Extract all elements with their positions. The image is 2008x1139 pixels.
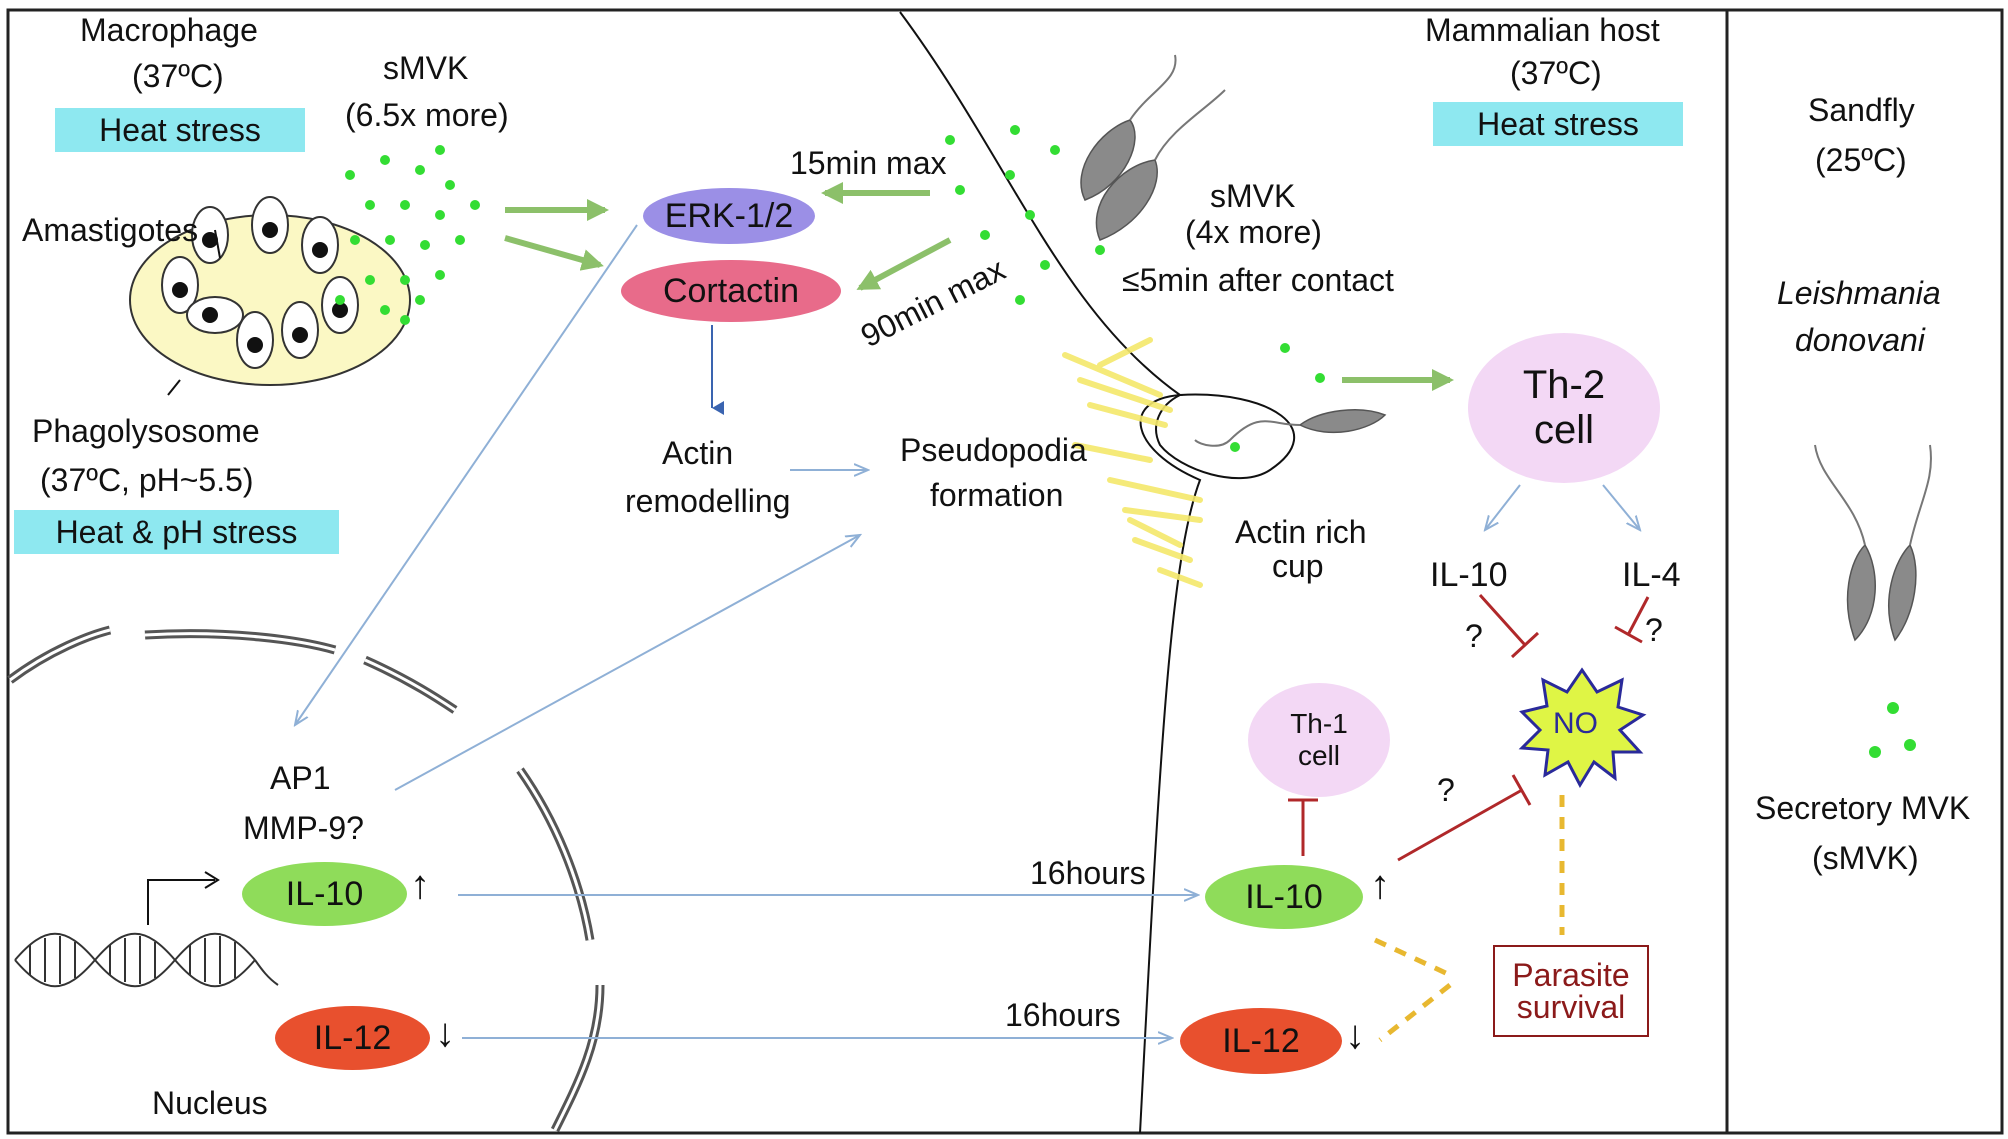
il10-nucleus-oval: IL-10 xyxy=(242,862,407,926)
actin-label-1: Actin xyxy=(662,435,734,471)
phagolysosome-stress: Heat & pH stress xyxy=(14,510,339,554)
host-title: Mammalian host xyxy=(1425,12,1660,48)
il10-question: ? xyxy=(1465,618,1483,654)
host-temp: (37ºC) xyxy=(1510,55,1602,91)
pseudopodia-label-1: Pseudopodia xyxy=(900,432,1087,468)
th2-cell: Th-2 cell xyxy=(1468,333,1660,483)
il4-label: IL-4 xyxy=(1622,556,1681,594)
th1-label-2: cell xyxy=(1297,740,1340,771)
no-star xyxy=(1518,667,1647,789)
no-label: NO xyxy=(1553,707,1598,740)
arrow-th2-to-il4 xyxy=(1602,484,1640,530)
parasite-survival-box: Parasite survival xyxy=(1493,945,1649,1037)
phagolysosome-label: Phagolysosome xyxy=(32,413,260,449)
secretory-label-2: (sMVK) xyxy=(1812,840,1919,876)
arrow-smvk-to-cortactin xyxy=(504,235,604,271)
il10-host-up-arrow: ↑ xyxy=(1370,863,1390,907)
il12-hours-label: 16hours xyxy=(1005,997,1121,1033)
il10-hours-label: 16hours xyxy=(1030,855,1146,891)
il10-out-question: ? xyxy=(1437,772,1455,808)
sandfly-title: Sandfly xyxy=(1808,92,1915,128)
phagolysosome-conditions: (37ºC, pH~5.5) xyxy=(40,462,254,498)
actin-cup-strokes xyxy=(1062,337,1203,588)
smvk-host-amount: (4x more) xyxy=(1185,214,1322,250)
smvk-dots-host xyxy=(945,125,1325,452)
th1-label-1: Th-1 xyxy=(1290,708,1348,739)
actin-cup-label-1: Actin rich xyxy=(1235,514,1367,550)
il10-up-arrow: ↑ xyxy=(410,863,430,907)
survival-label-2: survival xyxy=(1516,989,1626,1025)
actin-cup-label-2: cup xyxy=(1272,548,1324,584)
mmp9-label: MMP-9? xyxy=(243,810,364,846)
macrophage-heat-stress: Heat stress xyxy=(55,108,305,152)
promastigotes xyxy=(1080,119,1917,642)
dna-helix xyxy=(14,932,279,988)
smvk-dots-macrophage xyxy=(335,145,480,325)
arrow-mmp9-to-pseudopodia xyxy=(394,535,860,791)
secretory-label-1: Secretory MVK xyxy=(1755,790,1971,826)
pseudopodia-label-2: formation xyxy=(930,477,1064,513)
erk-oval: ERK-1/2 xyxy=(643,188,815,244)
host-membrane xyxy=(899,11,1202,1134)
th1-cell: Th-1 cell xyxy=(1248,683,1390,797)
outer-frame xyxy=(6,8,2004,1135)
smvk-host-label: sMVK xyxy=(1210,178,1296,214)
il12-down-arrow: ↓ xyxy=(435,1011,455,1055)
il10-host-oval: IL-10 xyxy=(1205,865,1363,929)
nucleus-label: Nucleus xyxy=(152,1085,268,1121)
il10-th2-label: IL-10 xyxy=(1430,556,1508,594)
erk-time-label: 15min max xyxy=(790,145,947,181)
arrow-th2-to-il10 xyxy=(1485,484,1521,530)
amastigotes-pointer xyxy=(214,229,221,259)
il4-question: ? xyxy=(1645,612,1663,648)
species-label-2: donovani xyxy=(1795,322,1925,358)
il12-host-oval: IL-12 xyxy=(1180,1008,1342,1074)
il12-host-down-arrow: ↓ xyxy=(1345,1013,1365,1057)
dashed-survival-lines xyxy=(1373,795,1565,1042)
smvk-dots-sandfly xyxy=(1869,702,1916,758)
species-label-1: Leishmania xyxy=(1777,275,1941,311)
smvk-macrophage-label: sMVK xyxy=(383,50,469,86)
actin-label-2: remodelling xyxy=(625,483,791,519)
smvk-host-contact: ≤5min after contact xyxy=(1122,262,1394,298)
amastigotes-label: Amastigotes xyxy=(22,212,199,248)
phagolysosome-pointer xyxy=(167,379,181,396)
flagella xyxy=(1129,54,1932,546)
macrophage-title: Macrophage xyxy=(80,12,258,48)
host-heat-stress: Heat stress xyxy=(1433,102,1683,146)
survival-label-1: Parasite xyxy=(1512,957,1630,993)
host-membrane-cup xyxy=(1155,393,1295,480)
inhibition-lines xyxy=(1288,593,1650,862)
arrow-host-to-cortactin xyxy=(856,237,952,291)
smvk-macrophage-amount: (6.5x more) xyxy=(345,97,509,133)
sandfly-temp: (25ºC) xyxy=(1815,142,1907,178)
th2-label-2: cell xyxy=(1533,408,1595,452)
il12-nucleus-oval: IL-12 xyxy=(275,1006,430,1070)
th2-label-1: Th-2 xyxy=(1522,363,1606,407)
arrow-erk-to-ap1 xyxy=(295,224,638,725)
promoter-arrow xyxy=(147,879,215,925)
macrophage-temp: (37ºC) xyxy=(132,58,224,94)
ap1-label: AP1 xyxy=(270,760,331,796)
amastigotes xyxy=(161,196,359,369)
amastigote-nuclei xyxy=(172,222,348,353)
nucleus-envelope-inner xyxy=(9,628,602,1131)
cortactin-oval: Cortactin xyxy=(621,260,841,322)
